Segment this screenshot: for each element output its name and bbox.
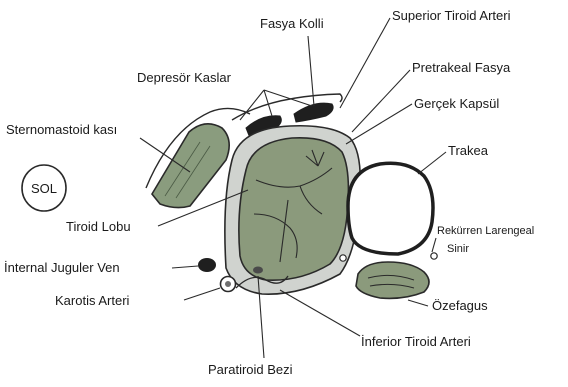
leader-inferior-tiroid	[280, 290, 360, 336]
leader-trakea	[418, 152, 446, 174]
tiroid-lobu	[239, 138, 349, 280]
leader-ozefagus	[408, 300, 428, 306]
label-inferior-tiroid-arteri: İnferior Tiroid Arteri	[361, 334, 471, 349]
sternomastoid-muscle	[152, 124, 229, 208]
label-tiroid-lobu: Tiroid Lobu	[66, 219, 131, 234]
label-ozefagus: Özefagus	[432, 298, 488, 313]
label-karotis-arteri: Karotis Arteri	[55, 293, 130, 308]
leader-rekurren	[432, 238, 436, 252]
leader-karotis	[184, 288, 220, 300]
rekurren-nerve-left	[340, 255, 346, 261]
leader-gercek-kapsul	[346, 104, 412, 144]
rekurren-nerve-right	[431, 253, 437, 259]
label-depresor-kaslar: Depresör Kaslar	[137, 70, 232, 85]
label-pretrakeal-fasya: Pretrakeal Fasya	[412, 60, 511, 75]
sol-label: SOL	[31, 181, 57, 196]
label-sternomastoid-kasi: Sternomastoid kası	[6, 122, 117, 137]
paratiroid-bezi	[253, 267, 263, 274]
label-internal-juguler-ven: İnternal Juguler Ven	[4, 260, 120, 275]
trakea	[348, 163, 433, 254]
leader-superior-tiroid	[340, 18, 390, 108]
label-rekurren-2: Sinir	[447, 243, 469, 255]
label-rekurren-1: Rekürren Larengeal	[437, 225, 534, 237]
label-superior-tiroid-arteri: Superior Tiroid Arteri	[392, 8, 511, 23]
internal-juguler-ven	[198, 258, 216, 272]
ozefagus	[356, 262, 429, 298]
label-fasya-kolli: Fasya Kolli	[260, 16, 324, 31]
label-gercek-kapsul: Gerçek Kapsül	[414, 96, 499, 111]
label-paratiroid-bezi: Paratiroid Bezi	[208, 362, 293, 377]
leader-internal-juguler	[172, 266, 198, 268]
karotis-lumen	[225, 281, 231, 287]
label-trakea: Trakea	[448, 143, 489, 158]
